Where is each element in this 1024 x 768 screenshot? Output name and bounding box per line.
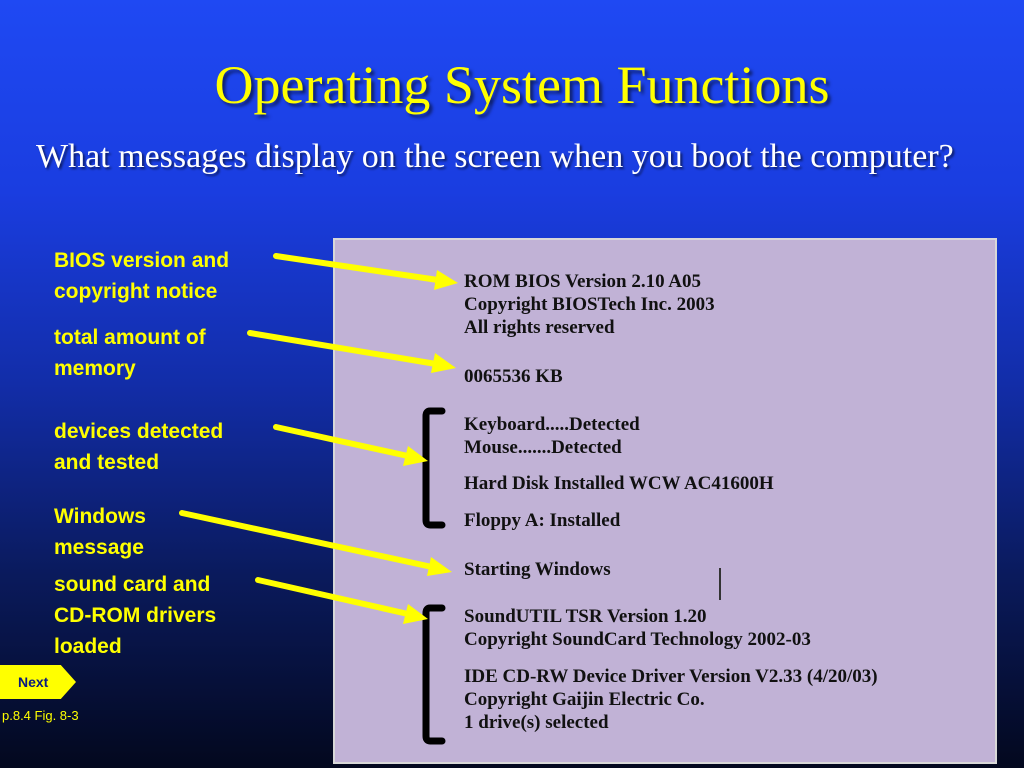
boot-line-drives-selected: 1 drive(s) selected <box>464 712 609 733</box>
next-button[interactable]: Next <box>0 665 76 699</box>
slide-title: Operating System Functions <box>214 55 830 115</box>
label-memory: total amount of memory <box>54 326 206 380</box>
label-devices: devices detected and tested <box>54 420 224 474</box>
boot-line-keyboard: Keyboard.....Detected <box>464 414 640 435</box>
boot-line-rights: All rights reserved <box>464 317 615 338</box>
boot-line-bios-copyright: Copyright BIOSTech Inc. 2003 <box>464 294 715 315</box>
text-cursor <box>719 568 721 600</box>
label-windows-message: Windows message <box>54 505 146 559</box>
boot-line-soundcard-copyright: Copyright SoundCard Technology 2002-03 <box>464 629 811 650</box>
question-text: What messages display on the screen when… <box>36 138 954 175</box>
boot-line-cdrw-driver: IDE CD-RW Device Driver Version V2.33 (4… <box>464 666 878 687</box>
boot-line-starting-windows: Starting Windows <box>464 559 611 580</box>
boot-line-mouse: Mouse.......Detected <box>464 437 622 458</box>
label-bios-version: BIOS version and copyright notice <box>54 249 230 303</box>
boot-line-memory: 0065536 KB <box>464 366 563 387</box>
boot-line-gaijin-copyright: Copyright Gaijin Electric Co. <box>464 689 705 710</box>
boot-line-floppy: Floppy A: Installed <box>464 510 621 531</box>
boot-line-hard-disk: Hard Disk Installed WCW AC41600H <box>464 473 774 494</box>
boot-line-bios-version: ROM BIOS Version 2.10 A05 <box>464 271 702 292</box>
figure-reference: p.8.4 Fig. 8-3 <box>2 708 79 723</box>
boot-line-soundutil: SoundUTIL TSR Version 1.20 <box>464 606 707 627</box>
label-drivers: sound card and CD-ROM drivers loaded <box>54 573 217 658</box>
